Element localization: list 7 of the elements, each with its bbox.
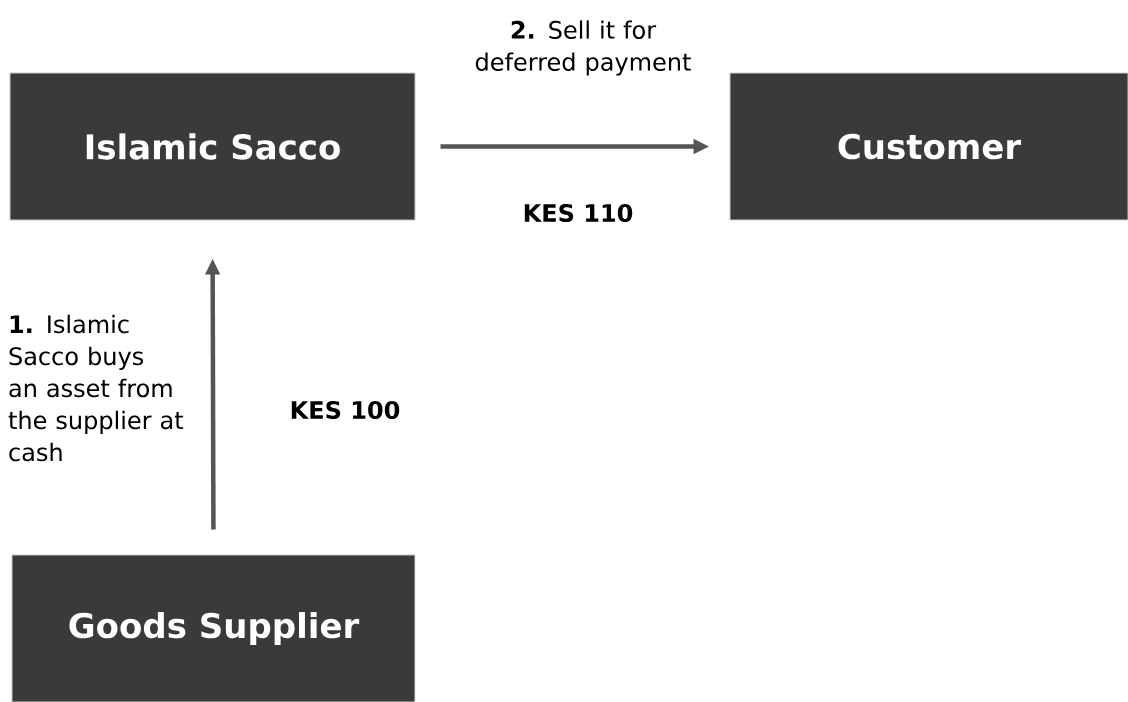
- amount-label: KES 100: [291, 400, 400, 420]
- edge-label: 2. Sell it for deferred payment: [475, 20, 691, 76]
- edge-label: 1. Islamic Sacco buys an asset from the supplier at cash: [8, 314, 184, 462]
- amount-label: KES 110: [524, 203, 633, 223]
- process-box: Islamic Sacco: [9, 72, 416, 221]
- process-box: Goods Supplier: [11, 554, 416, 702]
- process-box: Customer: [729, 72, 1128, 221]
